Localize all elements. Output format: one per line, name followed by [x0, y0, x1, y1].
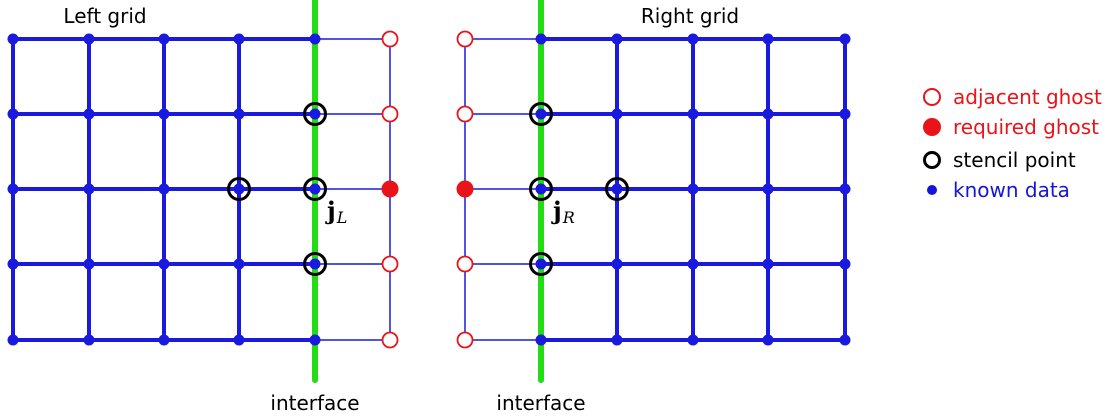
stencil-point — [529, 102, 553, 126]
stencil-point — [303, 252, 327, 276]
legend-item-known-data: known data — [923, 175, 1070, 205]
known-data-point — [762, 258, 774, 270]
adjacent-ghost-point — [381, 105, 399, 123]
known-data-point — [233, 258, 245, 270]
known-data-point — [309, 334, 321, 346]
grid-points — [7, 30, 851, 349]
known-data-point — [7, 258, 19, 270]
index-right-base: j — [551, 196, 562, 225]
grid-lines — [11, 37, 847, 342]
stencil-point — [303, 102, 327, 126]
legend-label-required-ghost: required ghost — [953, 115, 1100, 139]
known-data-point — [762, 108, 774, 120]
known-data-point — [762, 334, 774, 346]
required-ghost-point — [456, 180, 474, 198]
adjacent-ghost-point — [381, 30, 399, 48]
legend-label-stencil-point: stencil point — [953, 148, 1076, 172]
legend-label-known-data: known data — [953, 178, 1070, 202]
blue-dot-icon — [927, 185, 937, 195]
interface-lines — [312, 0, 544, 383]
known-data-point — [687, 33, 699, 45]
known-data-point — [158, 258, 170, 270]
known-data-point — [83, 33, 95, 45]
known-data-point — [839, 33, 851, 45]
stencil-point — [529, 252, 553, 276]
known-data-point — [611, 33, 623, 45]
known-data-point — [158, 33, 170, 45]
known-data-point — [158, 334, 170, 346]
known-data-point — [611, 183, 623, 195]
right-grid-title: Right grid — [641, 4, 739, 28]
required-ghost-point — [381, 180, 399, 198]
known-data-point — [687, 108, 699, 120]
known-data-point — [535, 108, 547, 120]
index-label-right: jR — [551, 196, 575, 227]
known-data-point — [7, 334, 19, 346]
adjacent-ghost-point — [456, 30, 474, 48]
known-data-point — [7, 33, 19, 45]
known-data-point — [535, 334, 547, 346]
known-data-point — [762, 183, 774, 195]
known-data-point — [83, 258, 95, 270]
open-red-circle-icon — [923, 88, 941, 106]
adjacent-ghost-point — [456, 105, 474, 123]
known-data-point — [309, 108, 321, 120]
known-data-point — [611, 334, 623, 346]
known-data-point — [687, 183, 699, 195]
known-data-point — [611, 108, 623, 120]
interface-label-left: interface — [270, 391, 359, 415]
known-data-point — [839, 183, 851, 195]
adjacent-ghost-point — [456, 255, 474, 273]
known-data-point — [158, 183, 170, 195]
known-data-point — [839, 334, 851, 346]
index-left-sub: L — [336, 208, 348, 227]
known-data-point — [687, 258, 699, 270]
legend-item-adjacent-ghost: adjacent ghost — [923, 82, 1102, 112]
known-data-point — [233, 33, 245, 45]
index-left-base: j — [325, 196, 336, 225]
stencil-point — [529, 177, 553, 201]
legend-item-required-ghost: required ghost — [923, 112, 1099, 142]
known-data-point — [762, 33, 774, 45]
interface-label-right: interface — [496, 391, 585, 415]
known-data-point — [611, 258, 623, 270]
known-data-point — [233, 183, 245, 195]
stencil-point — [227, 177, 251, 201]
known-data-point — [83, 334, 95, 346]
known-data-point — [535, 183, 547, 195]
open-black-circle-icon — [923, 151, 941, 169]
legend-label-adjacent-ghost: adjacent ghost — [953, 85, 1102, 109]
known-data-point — [233, 108, 245, 120]
known-data-point — [535, 258, 547, 270]
known-data-point — [839, 258, 851, 270]
known-data-point — [309, 258, 321, 270]
known-data-point — [535, 33, 547, 45]
known-data-point — [83, 183, 95, 195]
index-right-sub: R — [562, 208, 575, 227]
index-label-left: jL — [325, 196, 347, 227]
known-data-point — [158, 108, 170, 120]
known-data-point — [83, 108, 95, 120]
filled-red-circle-icon — [923, 118, 941, 136]
left-grid-title: Left grid — [63, 4, 146, 28]
known-data-point — [309, 33, 321, 45]
stencil-point — [303, 177, 327, 201]
stencil-point — [605, 177, 629, 201]
known-data-point — [233, 334, 245, 346]
adjacent-ghost-point — [381, 331, 399, 349]
known-data-point — [309, 183, 321, 195]
legend-item-stencil-point: stencil point — [923, 145, 1076, 175]
adjacent-ghost-point — [456, 331, 474, 349]
known-data-point — [7, 108, 19, 120]
known-data-point — [687, 334, 699, 346]
adjacent-ghost-point — [381, 255, 399, 273]
known-data-point — [839, 108, 851, 120]
known-data-point — [7, 183, 19, 195]
